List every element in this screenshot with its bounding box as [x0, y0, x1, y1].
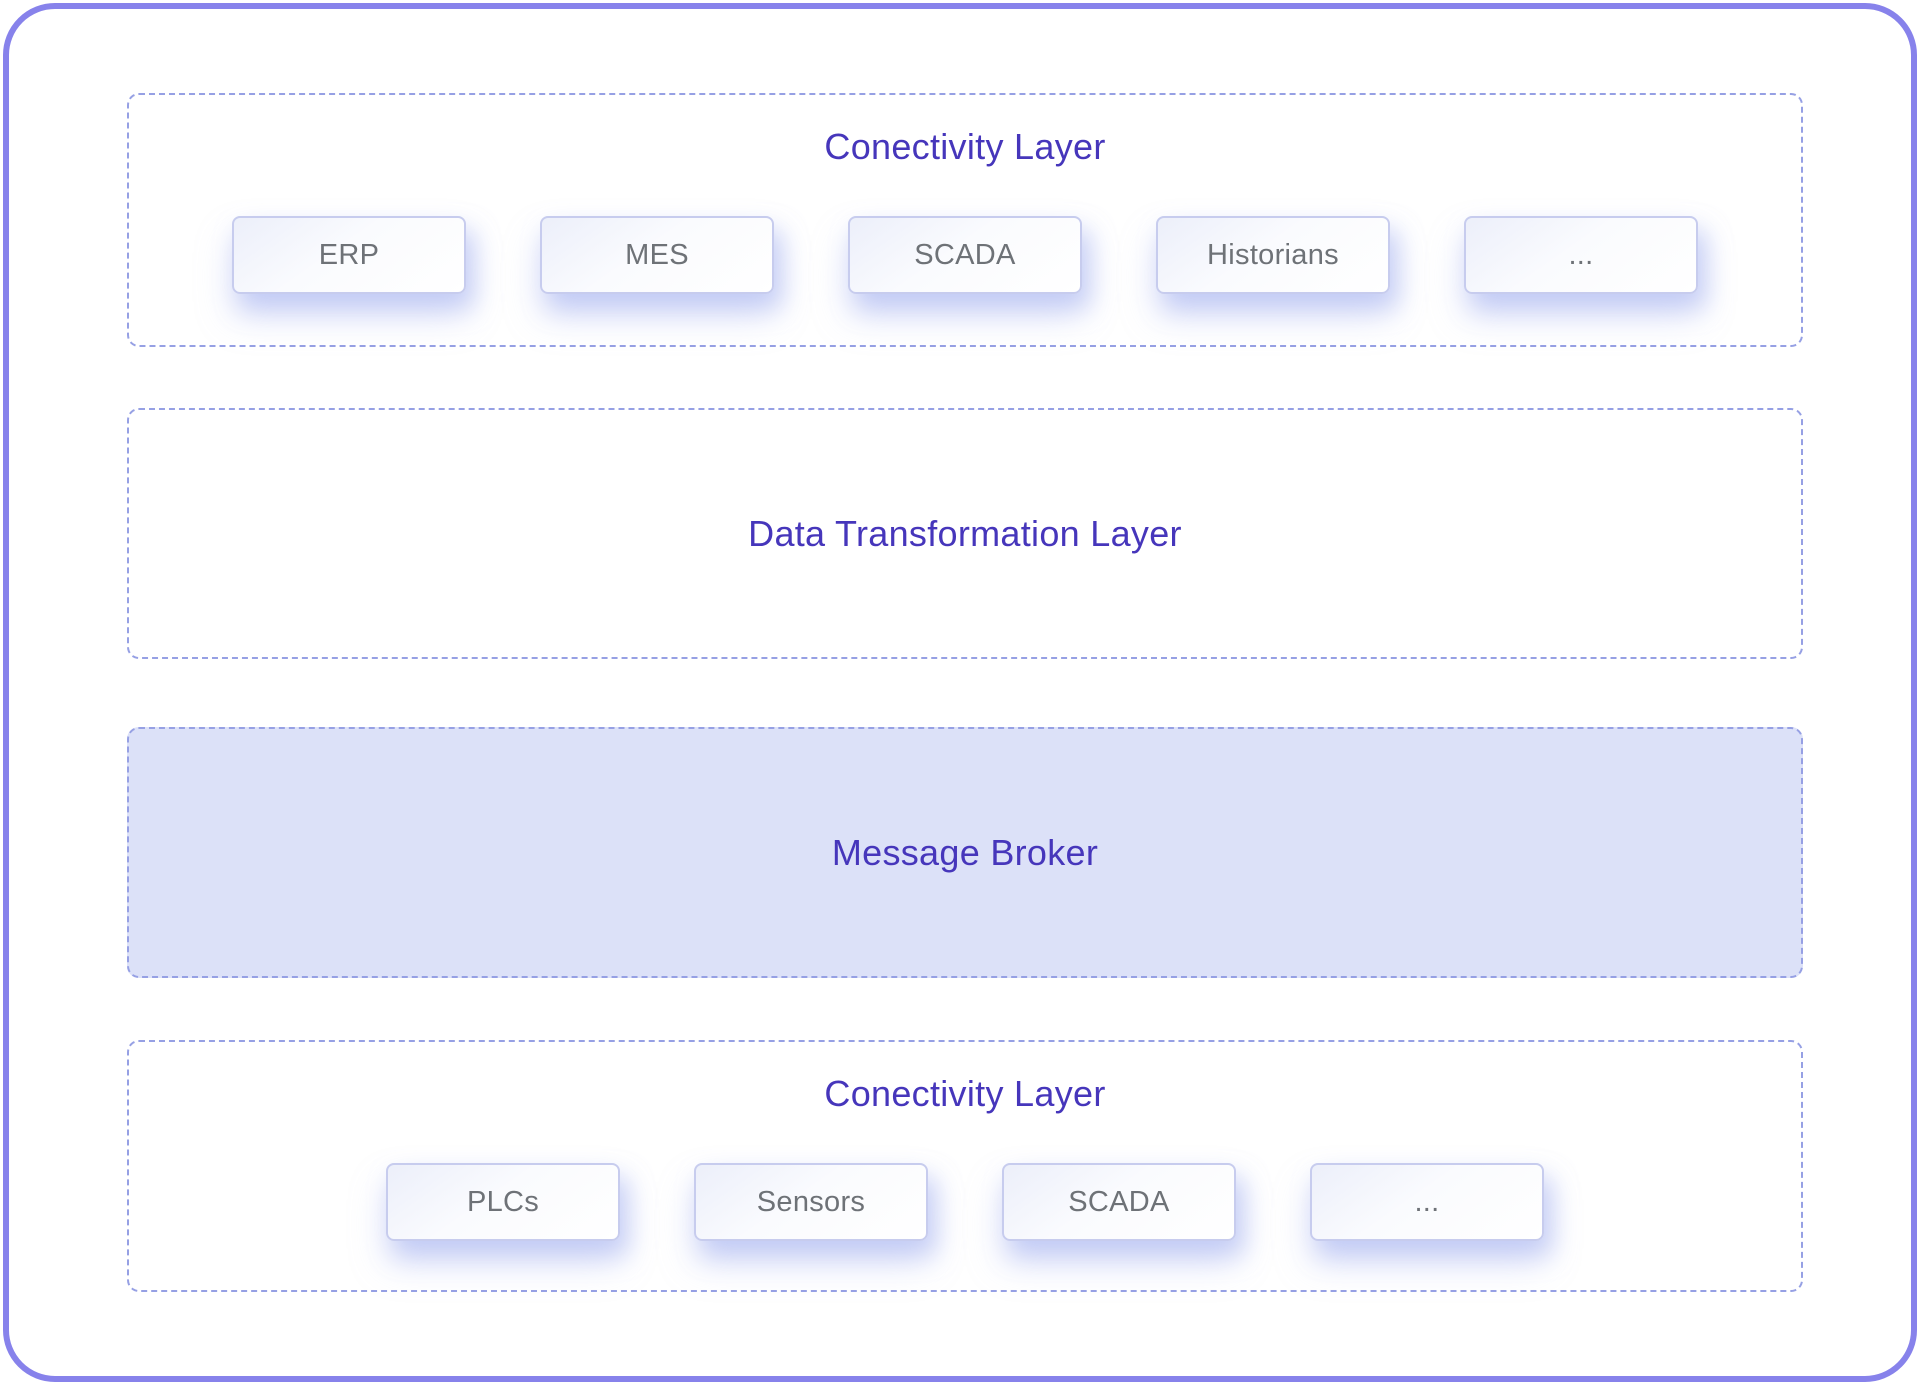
layer-message-broker: Message Broker: [127, 727, 1803, 978]
node-historians: Historians: [1156, 216, 1390, 295]
node-scada-top: SCADA: [848, 216, 1082, 295]
layer-data-transformation: Data Transformation Layer: [127, 408, 1803, 659]
node-erp: ERP: [232, 216, 466, 295]
node-ellipsis-top: ...: [1464, 216, 1698, 295]
node-plcs: PLCs: [386, 1163, 620, 1242]
layer-title: Data Transformation Layer: [748, 512, 1182, 554]
layer-title: Conectivity Layer: [824, 126, 1106, 167]
node-scada-bottom: SCADA: [1002, 1163, 1236, 1242]
layer-title: Message Broker: [831, 831, 1099, 873]
node-row: ERP MES SCADA Historians ...: [232, 216, 1698, 295]
layer-connectivity-bottom: Conectivity Layer PLCs Sensors SCADA ...: [127, 1040, 1803, 1292]
node-sensors: Sensors: [694, 1163, 928, 1242]
layer-title: Conectivity Layer: [824, 1073, 1106, 1114]
node-mes: MES: [540, 216, 774, 295]
node-row: PLCs Sensors SCADA ...: [386, 1163, 1544, 1242]
layer-connectivity-top: Conectivity Layer ERP MES SCADA Historia…: [127, 93, 1803, 347]
node-ellipsis-bottom: ...: [1310, 1163, 1544, 1242]
